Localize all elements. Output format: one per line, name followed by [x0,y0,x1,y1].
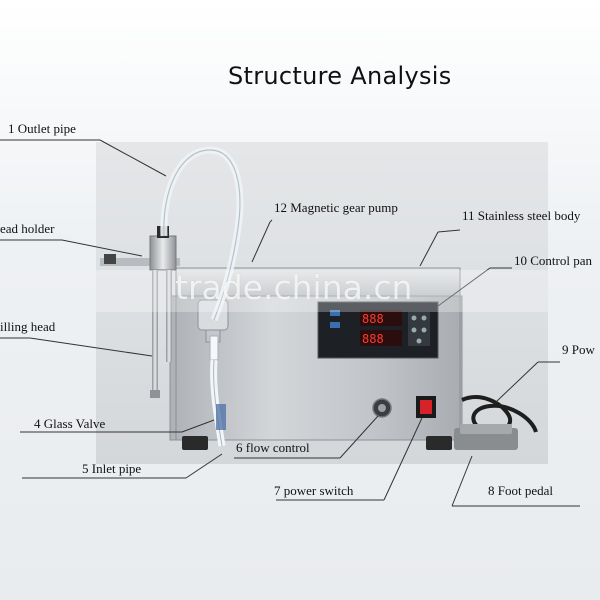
glass-valve [209,335,219,361]
inlet-pipe-edge [213,359,223,447]
power-switch [416,396,436,418]
label-foot-pedal: 8 Foot pedal [488,483,553,498]
watermark-band [96,270,548,312]
foot-pedal [454,424,518,450]
label-power: 9 Pow [562,342,595,357]
label-gear-pump: 12 Magnetic gear pump [274,200,398,215]
label-glass-valve: 4 Glass Valve [34,416,106,431]
label-outlet-pipe: 1 Outlet pipe [8,121,76,136]
watermark-text: trade.china.cn [175,268,413,307]
inlet-filter [216,404,226,430]
display-top-digits: 888 [362,312,384,326]
leader-lines [0,139,580,507]
display-bottom-digits: 888 [362,332,384,346]
label-filling-head: illing head [0,319,56,334]
machine-feet [182,436,452,450]
label-stainless-body: 11 Stainless steel body [462,208,581,223]
label-inlet-pipe: 5 Inlet pipe [82,461,142,476]
label-control-panel: 10 Control pan [514,253,592,268]
label-flow-control: 6 flow control [236,440,310,455]
control-panel [317,301,439,359]
filling-head-assembly [100,226,180,398]
label-power-switch: 7 power switch [274,483,354,498]
flow-control-knob [372,398,392,418]
diagram-title: Structure Analysis [228,62,452,90]
outlet-pipe-edge [163,149,241,321]
label-head-holder: ead holder [0,221,55,236]
